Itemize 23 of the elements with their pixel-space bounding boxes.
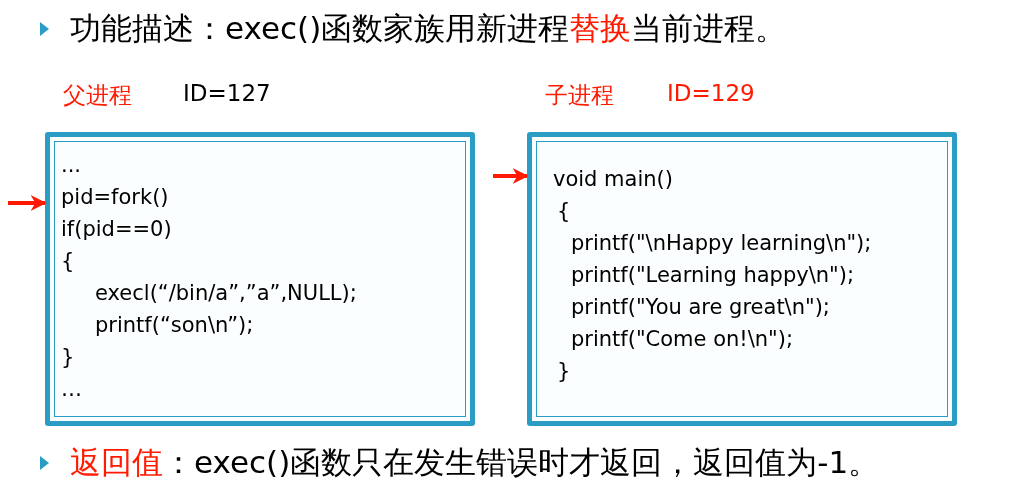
code-line: printf("\nHappy learning\n"); bbox=[571, 230, 872, 257]
code-line: … bbox=[61, 376, 82, 403]
code-line: printf("You are great\n"); bbox=[571, 294, 830, 321]
code-line: } bbox=[557, 358, 571, 385]
code-line: } bbox=[61, 344, 75, 371]
arrow bbox=[8, 195, 47, 211]
code-line: execl(“/bin/a”,”a”,NULL); bbox=[95, 280, 357, 307]
process-heading: 子进程 bbox=[545, 81, 614, 110]
bullet-text: 返回值：exec()函数只在发生错误时才返回，返回值为-1。 bbox=[70, 444, 880, 482]
code-line: printf(“son\n”); bbox=[95, 312, 254, 339]
code-line: printf("Come on!\n"); bbox=[571, 326, 794, 353]
code-line: { bbox=[61, 248, 75, 275]
process-id: ID=127 bbox=[183, 80, 271, 106]
process-heading: 父进程 bbox=[63, 81, 132, 110]
process-id: ID=129 bbox=[667, 80, 755, 106]
arrow bbox=[493, 168, 529, 184]
code-line: { bbox=[557, 198, 571, 225]
code-line: if(pid==0) bbox=[61, 216, 172, 243]
code-line: void main() bbox=[553, 166, 673, 193]
code-line: ... bbox=[61, 152, 82, 179]
bullet-text: 功能描述：exec()函数家族用新进程替换当前进程。 bbox=[70, 10, 787, 48]
code-line: pid=fork() bbox=[61, 184, 169, 211]
code-line: printf("Learning happy\n"); bbox=[571, 262, 854, 289]
